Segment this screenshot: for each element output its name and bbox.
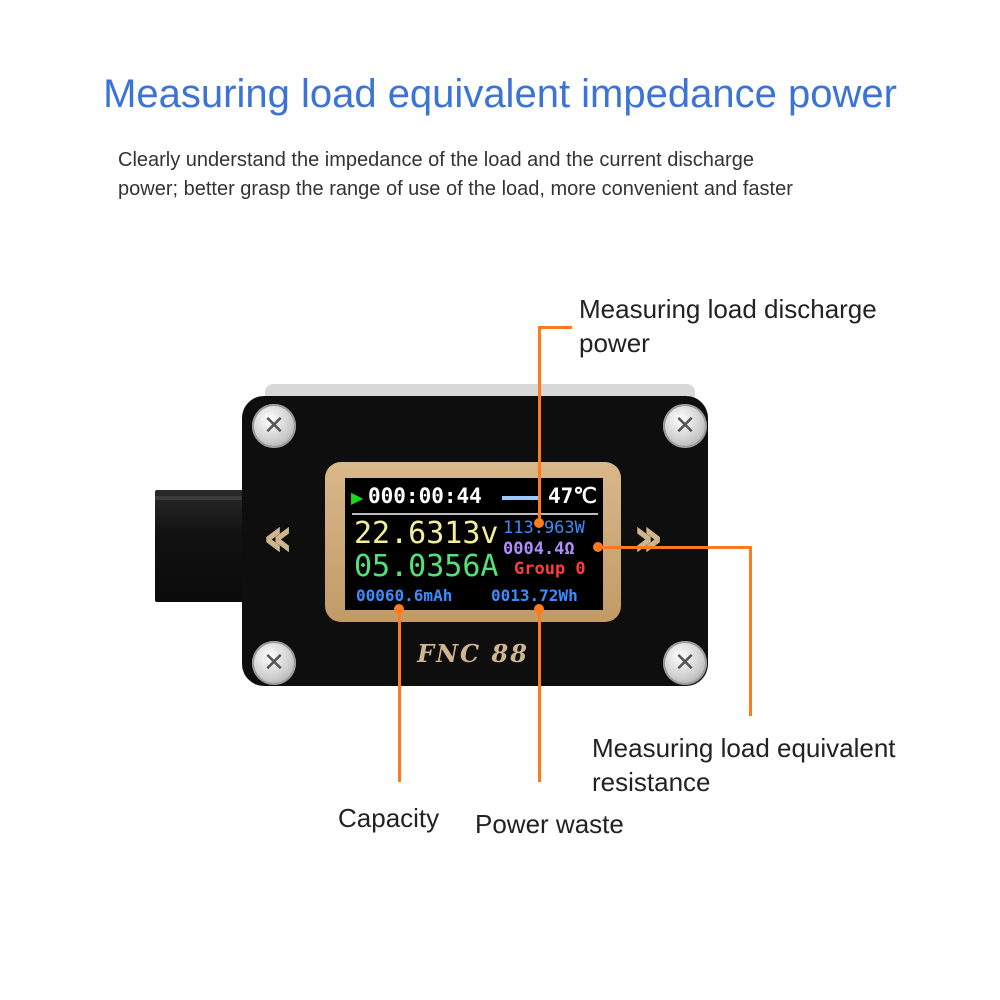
screw-icon: ✕ <box>663 641 707 685</box>
callout-discharge-power: Measuring load discharge power <box>579 294 877 358</box>
callout-power-waste: Power waste <box>475 809 624 839</box>
subtitle-line-1: Clearly understand the impedance of the … <box>118 149 754 171</box>
leader-line-resistance-vertical <box>749 546 752 716</box>
chevron-left-icon[interactable]: ‹‹ <box>262 505 294 570</box>
page-subtitle: Clearly understand the impedance of the … <box>118 146 898 204</box>
lcd-screen <box>345 478 603 610</box>
capacity-readout: 00060.6mAh <box>356 586 453 605</box>
temperature-readout: 47℃ <box>548 484 597 508</box>
subtitle-line-2: power; better grasp the range of use of … <box>118 178 793 200</box>
leader-line-capacity <box>398 610 401 782</box>
screen-divider <box>352 513 598 515</box>
leader-line-power-vertical <box>538 326 541 524</box>
power-readout: 113.963W <box>503 518 585 538</box>
timer-readout: 000:00:44 <box>368 484 482 508</box>
device-brand: FNC 88 <box>417 639 529 668</box>
voltage-readout: 22.6313v <box>354 516 499 551</box>
callout-capacity: Capacity <box>338 803 440 833</box>
resistance-readout: 0004.4Ω <box>503 539 575 559</box>
callout-equivalent-resistance: Measuring load equivalent resistance <box>592 733 896 797</box>
screw-icon: ✕ <box>252 641 296 685</box>
page-title: Measuring load equivalent impedance powe… <box>103 72 897 116</box>
chevron-right-icon[interactable]: ›› <box>632 505 664 570</box>
group-readout: Group 0 <box>514 559 586 579</box>
leader-dot-power-waste <box>534 604 544 614</box>
leader-dot-capacity <box>394 604 404 614</box>
leader-line-power-horizontal <box>538 326 572 329</box>
play-icon: ▶ <box>351 488 364 507</box>
energy-readout: 0013.72Wh <box>491 586 578 605</box>
usb-c-plug <box>155 490 255 602</box>
leader-line-resistance-horizontal <box>598 546 752 549</box>
screw-icon: ✕ <box>252 404 296 448</box>
leader-line-power-waste <box>538 610 541 782</box>
current-readout: 05.0356A <box>354 549 499 584</box>
leader-dot-power <box>534 518 544 528</box>
leader-dot-resistance <box>593 542 603 552</box>
screw-icon: ✕ <box>663 404 707 448</box>
status-bar <box>502 496 538 500</box>
